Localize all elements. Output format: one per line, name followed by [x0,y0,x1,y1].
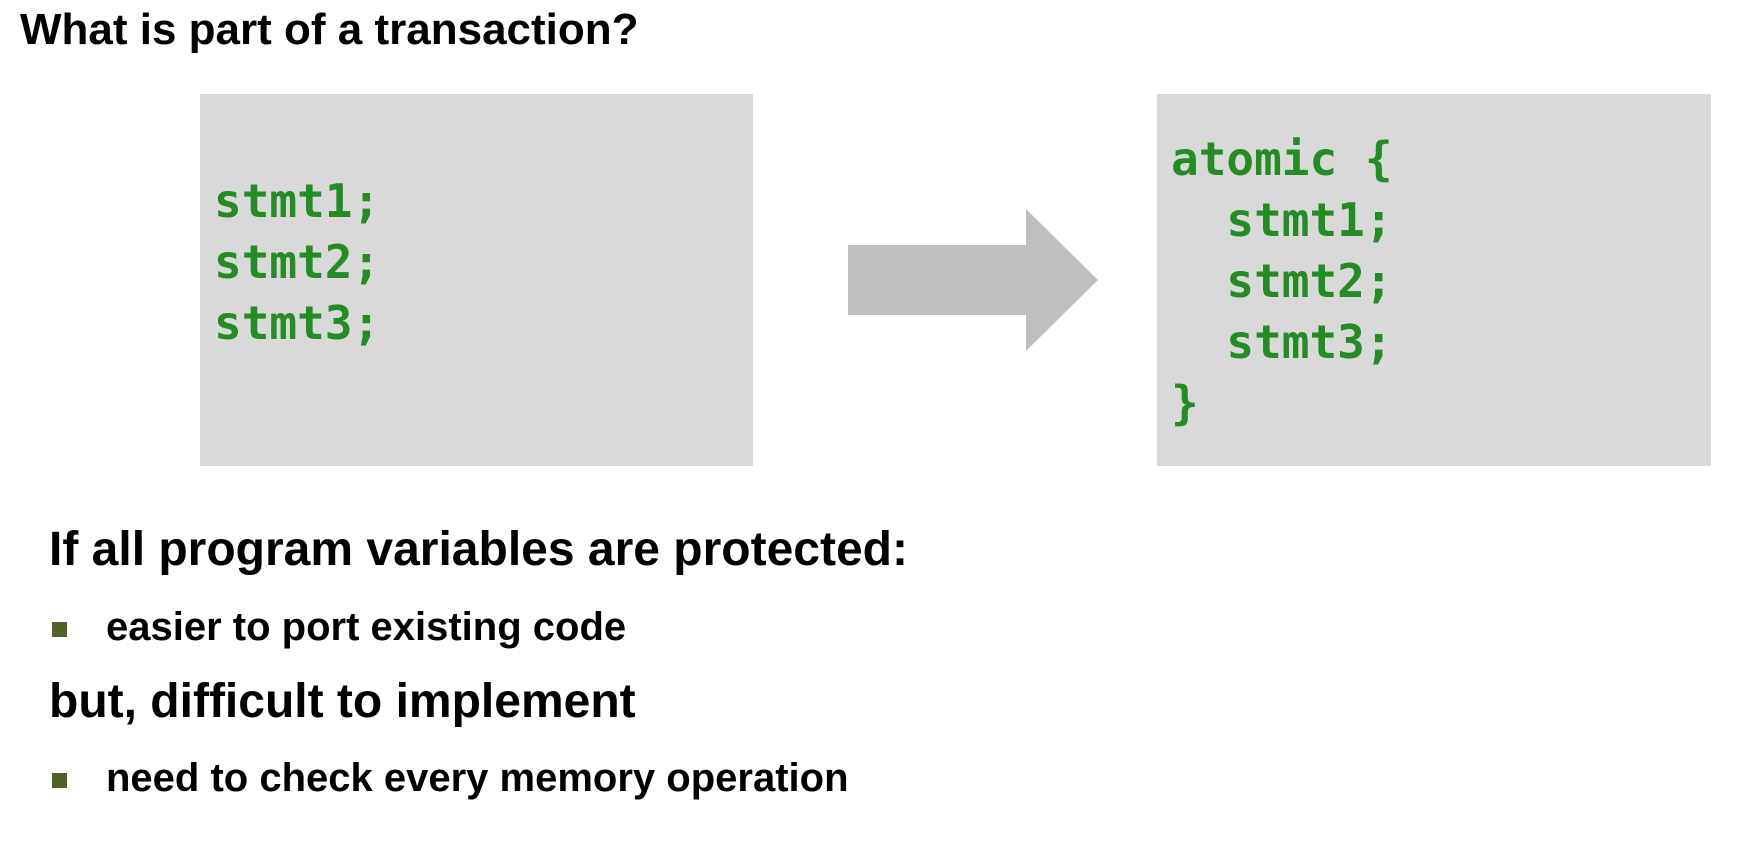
code-line-1: stmt1; [214,174,381,228]
code-block-atomic: atomic { stmt1; stmt2; stmt3; } [1157,94,1711,466]
code-line-3: stmt3; [1171,315,1393,369]
heading-difficult-to-implement: but, difficult to implement [49,675,636,728]
slide-title: What is part of a transaction? [20,5,639,54]
square-bullet-icon [52,622,67,637]
bullet-text: easier to port existing code [106,605,627,649]
code-block-plain: stmt1; stmt2; stmt3; [200,94,753,466]
code-line-2: stmt2; [1171,254,1393,308]
square-bullet-icon [52,773,67,788]
bullet-text: need to check every memory operation [106,756,849,800]
code-line-atomic-open: atomic { [1171,132,1393,186]
right-arrow-icon [848,209,1098,351]
code-line-2: stmt2; [214,235,381,289]
heading-protected-variables: If all program variables are protected: [49,523,908,576]
code-line-atomic-close: } [1171,376,1199,430]
code-line-1: stmt1; [1171,193,1393,247]
code-line-3: stmt3; [214,296,381,350]
